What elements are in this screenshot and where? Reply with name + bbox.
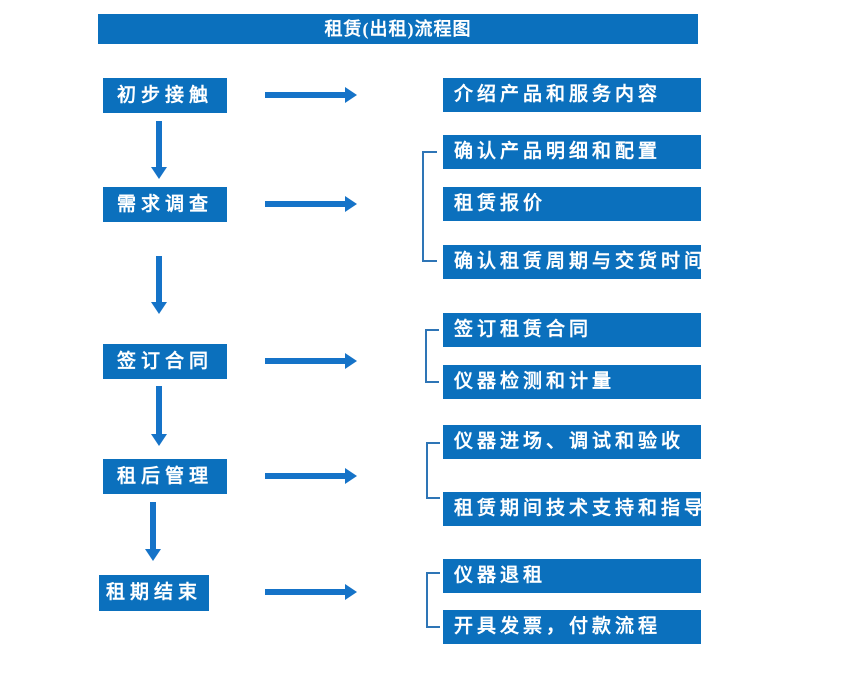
step-box-rental-end: 租期结束: [99, 575, 209, 611]
down-arrow-icon: [145, 502, 161, 561]
right-arrow-icon: [265, 584, 357, 600]
right-arrow-head: [345, 584, 357, 600]
detail-box-introduce-products-services: 介绍产品和服务内容: [443, 78, 701, 112]
step-box-contract-signing: 签订合同: [103, 344, 227, 379]
right-arrow-icon: [265, 353, 357, 369]
detail-box-sign-rental-contract: 签订租赁合同: [443, 313, 701, 347]
right-arrow-shaft: [265, 473, 346, 479]
detail-box-rental-period-technical-support: 租赁期间技术支持和指导: [443, 492, 701, 526]
bracket-post-rental-group: [426, 442, 440, 499]
flowchart-title: 租赁(出租)流程图: [98, 14, 698, 44]
detail-box-confirm-product-details-config: 确认产品明细和配置: [443, 135, 701, 169]
right-arrow-shaft: [265, 92, 346, 98]
right-arrow-icon: [265, 87, 357, 103]
down-arrow-icon: [151, 121, 167, 179]
down-arrow-shaft: [156, 256, 162, 302]
right-arrow-shaft: [265, 358, 346, 364]
right-arrow-head: [345, 353, 357, 369]
step-box-initial-contact: 初步接触: [103, 78, 227, 113]
down-arrow-shaft: [156, 386, 162, 434]
down-arrow-head: [151, 434, 167, 446]
bracket-contract-signing-group: [425, 329, 439, 383]
down-arrow-head: [151, 302, 167, 314]
down-arrow-head: [145, 549, 161, 561]
right-arrow-shaft: [265, 589, 346, 595]
step-box-post-rental-management: 租后管理: [103, 459, 227, 494]
detail-box-instrument-inspection-calibration: 仪器检测和计量: [443, 365, 701, 399]
right-arrow-icon: [265, 468, 357, 484]
down-arrow-shaft: [150, 502, 156, 549]
detail-box-invoice-payment-process: 开具发票，付款流程: [443, 610, 701, 644]
right-arrow-head: [345, 196, 357, 212]
right-arrow-head: [345, 468, 357, 484]
detail-box-rental-quotation: 租赁报价: [443, 187, 701, 221]
detail-box-confirm-rental-period-delivery: 确认租赁周期与交货时间: [443, 245, 701, 279]
down-arrow-head: [151, 167, 167, 179]
detail-box-instrument-return: 仪器退租: [443, 559, 701, 593]
bracket-rental-end-group: [426, 572, 440, 628]
down-arrow-shaft: [156, 121, 162, 167]
bracket-requirement-survey-group: [422, 151, 437, 262]
down-arrow-icon: [151, 256, 167, 314]
right-arrow-head: [345, 87, 357, 103]
down-arrow-icon: [151, 386, 167, 446]
detail-box-instrument-arrival-debug-acceptance: 仪器进场、调试和验收: [443, 425, 701, 459]
step-box-requirement-survey: 需求调查: [103, 187, 227, 222]
right-arrow-icon: [265, 196, 357, 212]
right-arrow-shaft: [265, 201, 346, 207]
